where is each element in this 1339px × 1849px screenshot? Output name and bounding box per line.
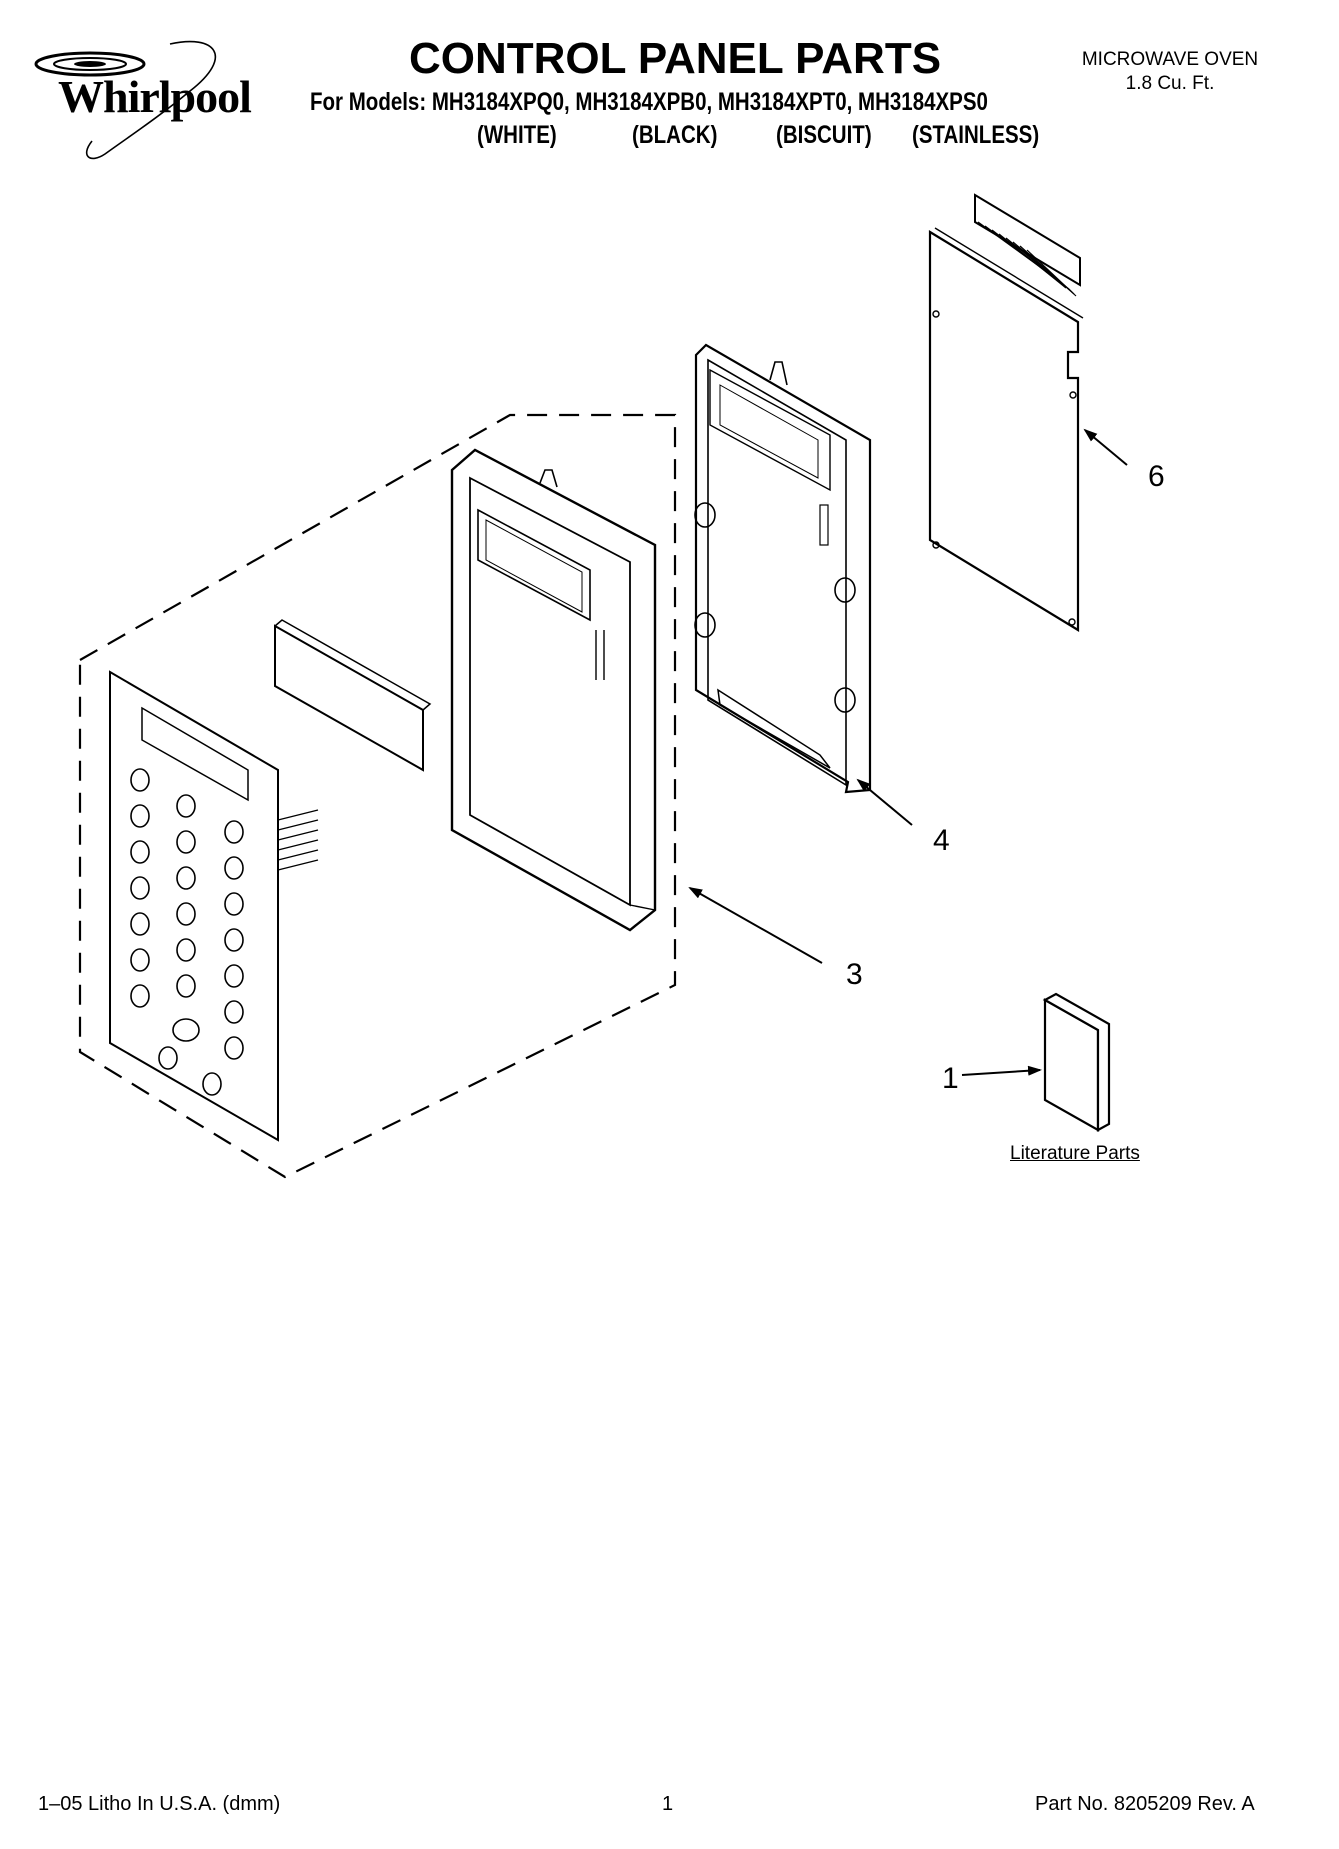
arrow-part-6	[1083, 428, 1128, 466]
control-bracket-housing	[694, 343, 872, 794]
display-window-lens	[274, 624, 424, 772]
footer-page-number: 1	[662, 1793, 674, 1815]
callout-4: 4	[933, 824, 950, 857]
product-size: 1.8 Cu. Ft.	[1125, 73, 1215, 94]
arrow-part-1	[961, 1065, 1042, 1076]
keypad-membrane	[109, 670, 319, 1142]
whirlpool-logo: Whirlpool	[20, 36, 260, 166]
footer-litho: 1–05 Litho In U.S.A. (dmm)	[38, 1793, 281, 1815]
callout-3: 3	[846, 958, 863, 991]
page-title: CONTROL PANEL PARTS	[408, 34, 942, 83]
product-type: MICROWAVE OVEN	[1081, 49, 1259, 70]
color-stainless: (STAINLESS)	[912, 121, 1040, 149]
model-colors: (WHITE) (BLACK) (BISCUIT) (STAINLESS)	[0, 121, 1339, 151]
arrow-part-3	[688, 887, 823, 964]
literature-parts-book	[1042, 992, 1111, 1132]
arrow-part-4	[856, 778, 913, 826]
control-circuit-board	[928, 193, 1084, 632]
assembly-dashed-boundary	[78, 413, 677, 1179]
product-info: MICROWAVE OVEN 1.8 Cu. Ft.	[1070, 48, 1270, 96]
callout-1: 1	[942, 1062, 959, 1095]
logo-swirl-icon	[34, 40, 217, 160]
color-black: (BLACK)	[632, 121, 718, 149]
models-line: For Models: MH3184XPQ0, MH3184XPB0, MH31…	[310, 88, 988, 116]
callout-6: 6	[1148, 460, 1165, 493]
brand-wordmark: Whirlpool	[58, 71, 252, 122]
footer-part-number: Part No. 8205209 Rev. A	[1035, 1793, 1255, 1815]
color-white: (WHITE)	[477, 121, 557, 149]
literature-parts-label: Literature Parts	[1010, 1143, 1140, 1164]
control-panel-frame	[450, 448, 657, 932]
color-biscuit: (BISCUIT)	[776, 121, 872, 149]
